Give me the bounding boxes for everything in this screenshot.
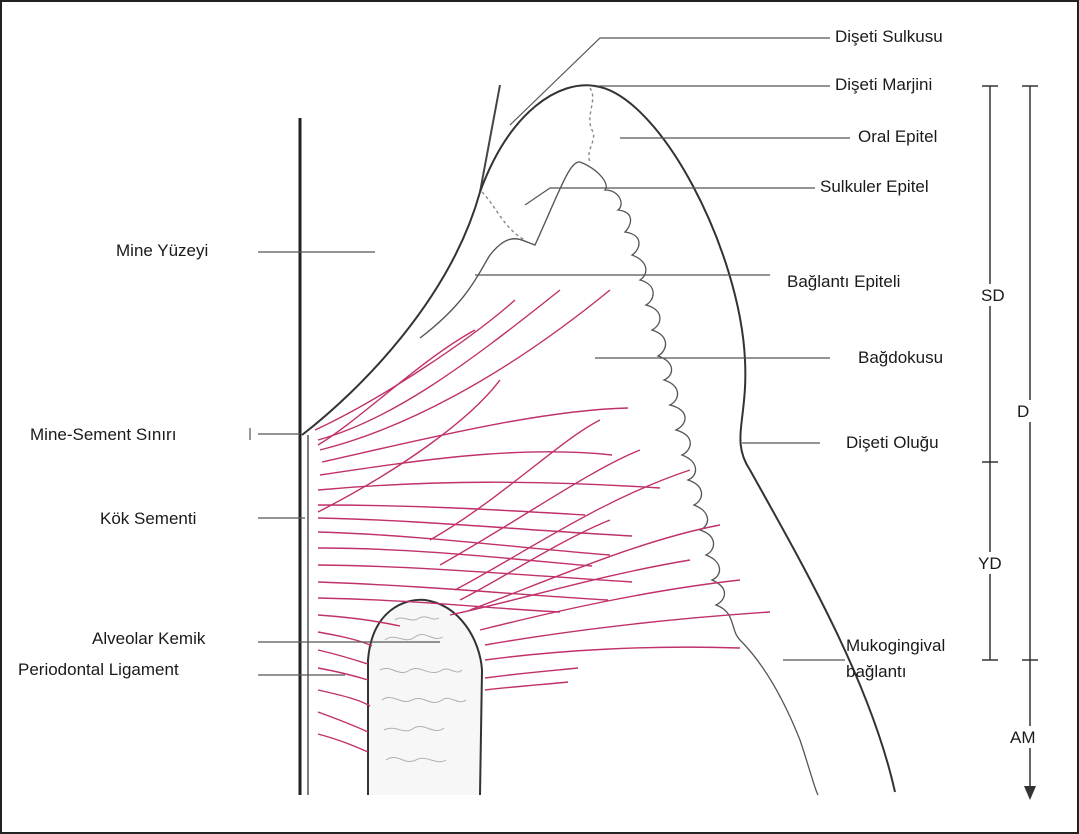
label-kok-sementi: Kök Sementi <box>100 509 196 529</box>
collagen-fiber-9 <box>318 518 632 536</box>
label-diseti-marjini: Dişeti Marjini <box>835 75 932 95</box>
sulcus-dotted-line <box>482 192 525 240</box>
label-bagdokusu: Bağdokusu <box>858 348 943 368</box>
collagen-fiber-17 <box>318 650 368 664</box>
collagen-fiber-30 <box>485 668 578 678</box>
collagen-fiber-27 <box>480 580 740 630</box>
scale-label-sd: SD <box>981 286 1005 306</box>
label-mine-sement-siniri: Mine-Sement Sınırı <box>30 425 176 445</box>
scale-label-d: D <box>1017 402 1029 422</box>
collagen-fiber-16 <box>318 632 372 646</box>
label-diseti-olugu: Dişeti Oluğu <box>846 433 939 453</box>
alveolar-bone-outline <box>368 600 482 795</box>
label-mukogingival-baglanti: bağlantı <box>846 662 907 682</box>
label-alveolar-kemik: Alveolar Kemik <box>92 629 205 649</box>
collagen-fiber-29 <box>485 647 740 660</box>
collagen-fiber-28 <box>485 612 770 645</box>
collagen-fiber-32 <box>460 520 610 600</box>
collagen-fiber-26 <box>470 525 720 610</box>
scale-label-yd: YD <box>978 554 1002 574</box>
label-periodontal-ligament: Periodontal Ligament <box>18 660 179 680</box>
collagen-fiber-18 <box>318 668 368 680</box>
collagen-fiber-6 <box>320 452 612 475</box>
label-sulkuler-epitel: Sulkuler Epitel <box>820 177 929 197</box>
collagen-fiber-2 <box>318 290 560 440</box>
scale-bars <box>982 86 1038 790</box>
label-oral-epitel: Oral Epitel <box>858 127 937 147</box>
marginal-dotted-line <box>589 88 594 162</box>
collagen-fiber-8 <box>318 505 585 515</box>
collagen-fiber-31 <box>485 682 568 690</box>
collagen-fiber-33 <box>450 560 690 615</box>
collagen-fiber-19 <box>318 690 370 706</box>
collagen-fiber-3 <box>320 290 610 450</box>
label-diseti-sulkusu: Dişeti Sulkusu <box>835 27 943 47</box>
collagen-fiber-13 <box>318 582 608 600</box>
rete-pegs-line <box>580 162 818 795</box>
collagen-fiber-21 <box>318 734 368 752</box>
collagen-fiber-20 <box>318 712 368 732</box>
label-baglanti-epiteli: Bağlantı Epiteli <box>787 272 900 292</box>
enamel-outline <box>480 85 500 192</box>
collagen-fiber-24 <box>440 450 640 565</box>
label-mukogingival: Mukogingival <box>846 636 945 656</box>
arrow-down-icon <box>1024 786 1036 800</box>
scale-label-am: AM <box>1010 728 1036 748</box>
label-mine-yuzeyi: Mine Yüzeyi <box>116 241 208 261</box>
